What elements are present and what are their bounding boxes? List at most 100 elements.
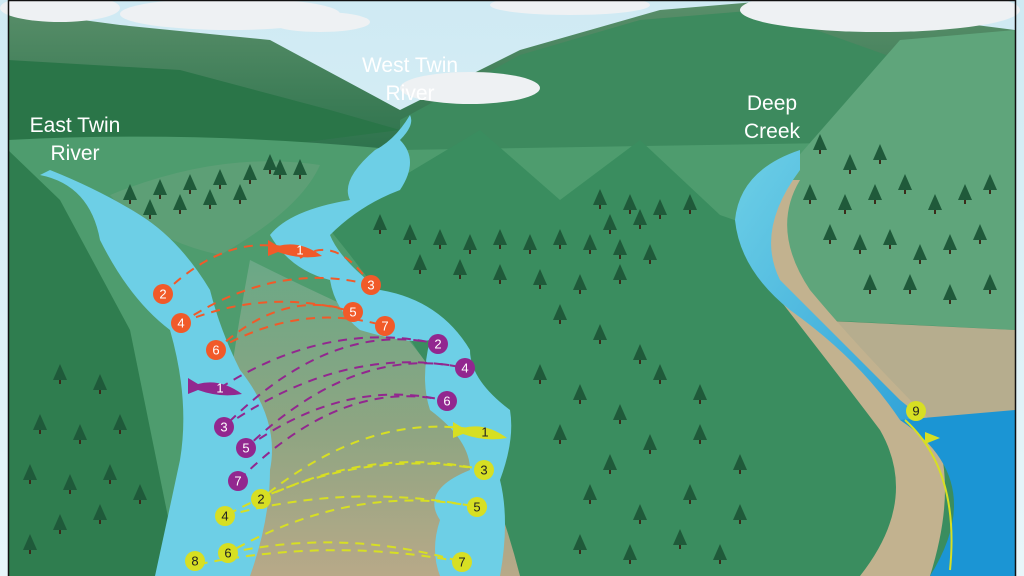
orange-circle — [153, 284, 173, 304]
yellow-fish-icon — [453, 422, 507, 440]
pine-tree-icon — [73, 424, 87, 444]
orange-number: 7 — [381, 319, 388, 334]
pine-tree-icon — [898, 174, 912, 194]
yellow-circle — [906, 401, 926, 421]
pine-tree-icon — [913, 244, 927, 264]
pine-tree-icon — [853, 234, 867, 254]
yellow-circle — [251, 489, 271, 509]
yellow-movement-arrow — [227, 541, 463, 563]
pine-tree-icon — [233, 184, 247, 204]
orange-number: 2 — [159, 287, 166, 302]
yellow-circle — [185, 551, 205, 571]
purple-number: 6 — [443, 394, 450, 409]
orange-circle — [343, 302, 363, 322]
pine-tree-icon — [633, 504, 647, 524]
pine-tree-icon — [453, 259, 467, 279]
yellow-circle — [452, 552, 472, 572]
yellow-movement-arrow — [227, 499, 478, 554]
orange-circle — [375, 316, 395, 336]
purple-circle — [455, 358, 475, 378]
pine-tree-icon — [653, 364, 667, 384]
deep-creek-label-2: Creek — [744, 120, 801, 143]
pine-tree-icon — [133, 484, 147, 504]
small-hill — [110, 161, 320, 255]
pine-tree-icon — [623, 544, 637, 564]
pine-tree-icon — [583, 484, 597, 504]
yellow-arrowhead — [925, 432, 940, 444]
orange-movement-arrow — [215, 316, 386, 351]
purple-marker-2: 2 — [428, 334, 448, 354]
pine-tree-icon — [53, 514, 67, 534]
yellow-marker-8: 8 — [185, 551, 205, 571]
yellow-marker-7: 7 — [452, 552, 472, 572]
pine-tree-icon — [493, 229, 507, 249]
pine-tree-icon — [23, 534, 37, 554]
yellow-movement-arrow — [260, 461, 485, 500]
pine-tree-icon — [683, 484, 697, 504]
pine-tree-icon — [823, 224, 837, 244]
pine-tree-icon — [613, 404, 627, 424]
orange-marker-3: 3 — [361, 275, 381, 295]
west-twin-label-1: West Twin — [362, 54, 458, 77]
orange-movement-arrow — [180, 276, 372, 324]
pine-tree-icon — [803, 184, 817, 204]
orange-number: 5 — [349, 305, 356, 320]
yellow-number: 3 — [480, 463, 487, 478]
yellow-marker-1: 1 — [453, 422, 507, 440]
purple-marker-1: 1 — [188, 378, 242, 396]
orange-marker-5: 5 — [343, 302, 363, 322]
pine-tree-icon — [733, 504, 747, 524]
pine-tree-icon — [553, 424, 567, 444]
orange-number: 4 — [177, 316, 184, 331]
pine-tree-icon — [113, 414, 127, 434]
pine-tree-icon — [653, 199, 667, 219]
pine-tree-icon — [633, 209, 647, 229]
pine-tree-icon — [63, 474, 77, 494]
pine-tree-icon — [643, 244, 657, 264]
pine-tree-icon — [813, 134, 827, 154]
pine-tree-icon — [523, 234, 537, 254]
pine-tree-icon — [173, 194, 187, 214]
pine-tree-icon — [633, 344, 647, 364]
yellow-number: 9 — [912, 404, 919, 419]
clouds — [0, 0, 1020, 104]
pine-tree-icon — [553, 304, 567, 324]
orange-number: 6 — [212, 343, 219, 358]
pine-tree-icon — [843, 154, 857, 174]
purple-movement-arrow — [219, 336, 439, 389]
yellow-marker-6: 6 — [218, 543, 238, 563]
yellow-marker-9: 9 — [906, 401, 926, 421]
purple-marker-4: 4 — [455, 358, 475, 378]
orange-circle — [361, 275, 381, 295]
yellow-circle — [467, 497, 487, 517]
purple-marker-5: 5 — [236, 438, 256, 458]
orange-fish-icon — [268, 240, 322, 258]
pine-tree-icon — [403, 224, 417, 244]
pine-tree-icon — [183, 174, 197, 194]
yellow-marker-2: 2 — [251, 489, 271, 509]
purple-marker-7: 7 — [228, 471, 248, 491]
pine-tree-icon — [603, 454, 617, 474]
orange-movement-arrow — [215, 303, 354, 351]
pine-tree-icon — [593, 189, 607, 209]
orange-circle — [206, 340, 226, 360]
pine-tree-icon — [873, 144, 887, 164]
pine-tree-icon — [53, 364, 67, 384]
pine-tree-icon — [493, 264, 507, 284]
pine-tree-icon — [143, 199, 157, 219]
pine-tree-icon — [373, 214, 387, 234]
pine-tree-icon — [273, 159, 287, 179]
yellow-circle — [215, 506, 235, 526]
orange-marker-4: 4 — [171, 313, 191, 333]
yellow-number: 1 — [481, 425, 488, 440]
purple-number: 3 — [220, 420, 227, 435]
purple-circle — [428, 334, 448, 354]
pine-tree-icon — [123, 184, 137, 204]
purple-number: 5 — [242, 441, 249, 456]
pine-tree-icon — [463, 234, 477, 254]
purple-fish-icon — [188, 378, 242, 396]
pine-tree-icon — [33, 414, 47, 434]
pine-tree-icon — [613, 264, 627, 284]
orange-circle — [171, 313, 191, 333]
